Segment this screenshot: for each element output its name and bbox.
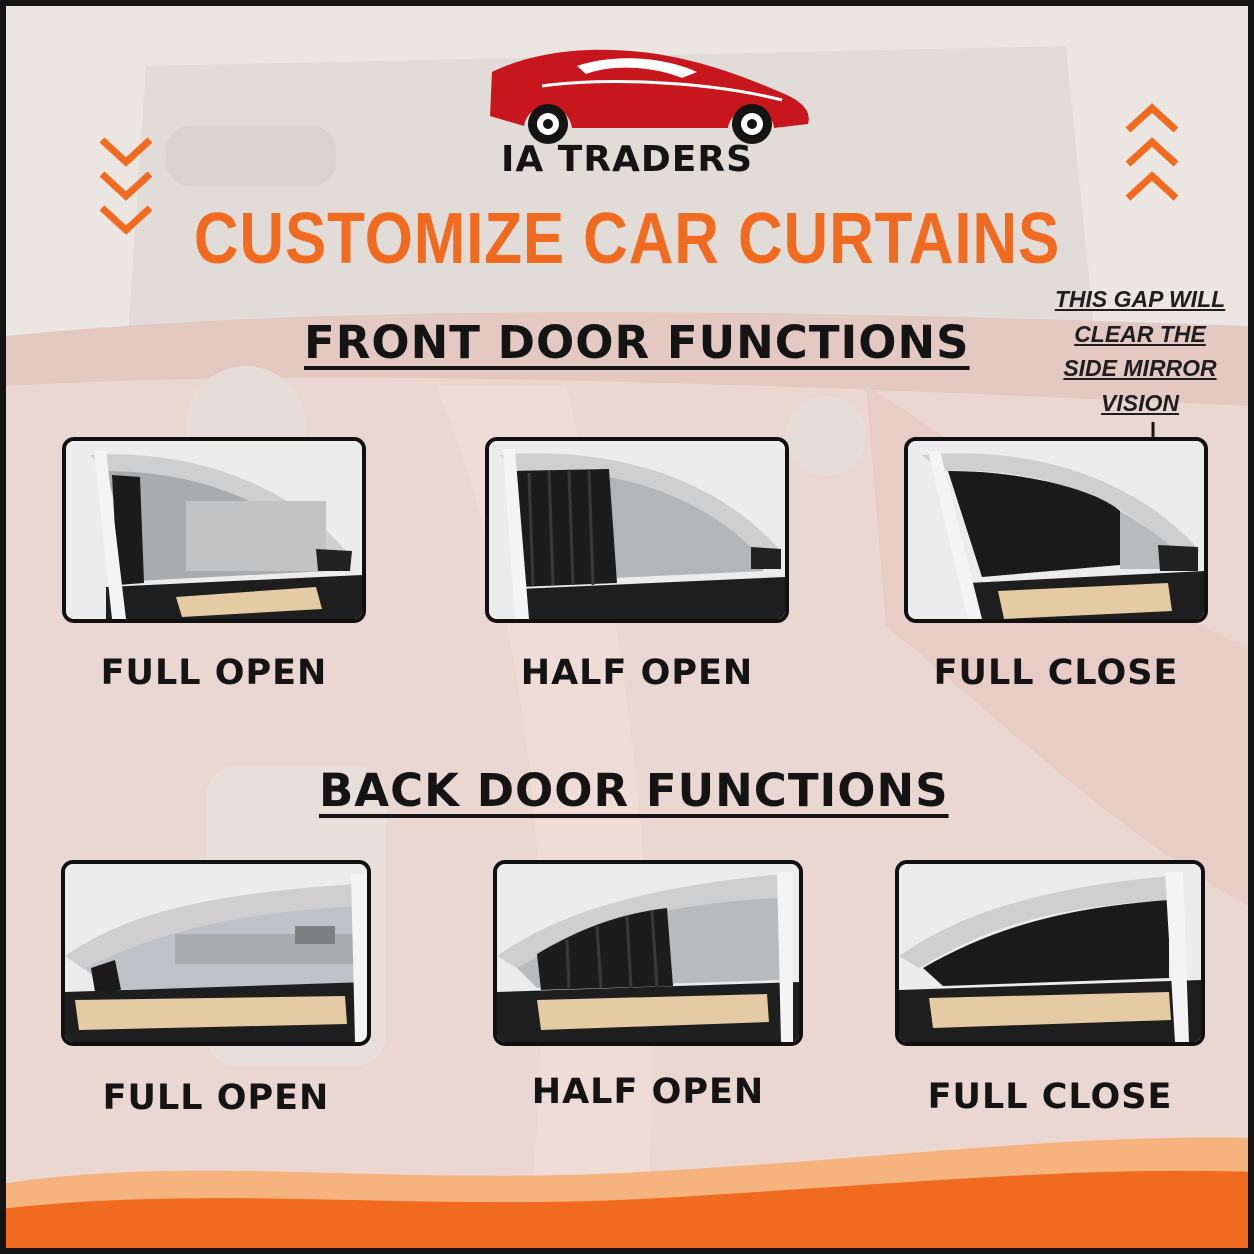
- background-car-interior: [6, 6, 1248, 1248]
- chevrons-up-icon: [1125, 103, 1179, 201]
- orange-wave-footer: [6, 1137, 1248, 1248]
- chevrons-down-icon: [99, 137, 153, 235]
- note-line: SIDE MIRROR: [1063, 355, 1217, 381]
- back-full-close-photo: [895, 860, 1205, 1046]
- front-half-open-photo: [485, 437, 789, 623]
- car-logo-icon: [490, 49, 809, 144]
- front-caption-full-open: FULL OPEN: [100, 653, 328, 693]
- note-line: VISION: [1101, 389, 1179, 416]
- brand-name: IA TRADERS: [500, 139, 754, 180]
- back-half-open-photo: [493, 860, 803, 1046]
- back-caption-full-close: FULL CLOSE: [927, 1077, 1173, 1117]
- note-line: THIS GAP WILL: [1054, 286, 1226, 312]
- front-caption-half-open: HALF OPEN: [520, 653, 754, 693]
- headline: CUSTOMIZE CAR CURTAINS: [193, 199, 1061, 279]
- front-caption-full-close: FULL CLOSE: [933, 653, 1179, 693]
- front-full-close-photo: [904, 437, 1208, 623]
- front-section-title: FRONT DOOR FUNCTIONS: [304, 316, 970, 369]
- front-full-open-photo: [62, 437, 366, 623]
- back-caption-half-open: HALF OPEN: [531, 1072, 765, 1112]
- back-caption-full-open: FULL OPEN: [102, 1078, 330, 1118]
- mirror-gap-note: THIS GAP WILL CLEAR THE SIDE MIRROR VISI…: [1038, 282, 1242, 420]
- back-full-open-photo: [61, 860, 371, 1046]
- note-line: CLEAR THE: [1074, 320, 1206, 347]
- back-section-title: BACK DOOR FUNCTIONS: [319, 764, 949, 817]
